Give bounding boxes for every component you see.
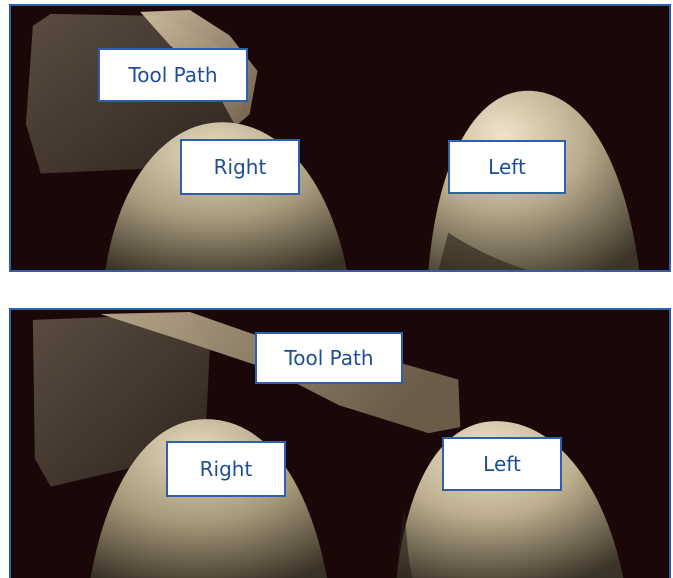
right-label: Right <box>180 139 300 195</box>
tool-path-label: Tool Path <box>255 332 403 384</box>
tool-path-label-text: Tool Path <box>128 63 218 87</box>
right-label: Right <box>166 441 286 497</box>
top-scene-illustration <box>11 6 669 270</box>
top-image-panel: Tool Path Right Left <box>9 4 671 272</box>
right-label-text: Right <box>199 457 253 481</box>
left-label-text: Left <box>488 155 526 179</box>
tool-path-label: Tool Path <box>98 48 248 102</box>
left-label: Left <box>442 437 562 491</box>
right-label-text: Right <box>213 155 267 179</box>
left-label-text: Left <box>483 452 521 476</box>
bottom-image-panel: Tool Path Right Left <box>9 308 671 578</box>
left-label: Left <box>448 140 566 194</box>
tool-path-label-text: Tool Path <box>284 346 374 370</box>
